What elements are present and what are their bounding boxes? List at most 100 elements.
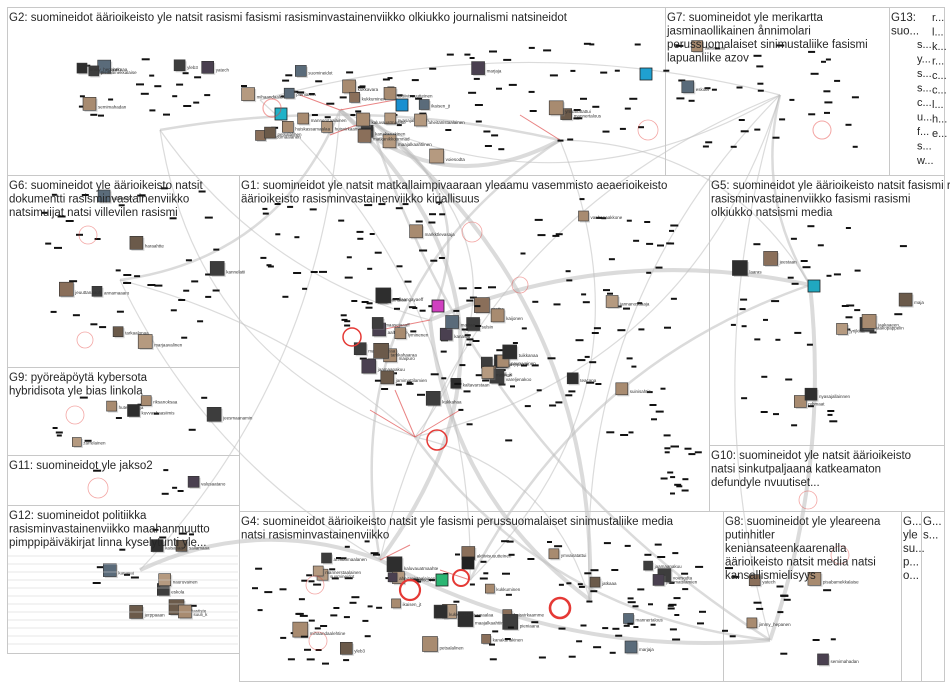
node: yatech xyxy=(202,61,230,75)
node-dash xyxy=(467,338,474,340)
node-label: maja xyxy=(914,300,924,305)
node-dash xyxy=(565,394,572,396)
node-label: marjaja xyxy=(639,647,654,652)
node-label: huiskassamaalaa xyxy=(295,126,330,131)
node-dash xyxy=(417,394,425,396)
node-dash xyxy=(501,540,509,542)
node-dash xyxy=(656,267,663,269)
node-dash xyxy=(834,80,840,82)
node-dash xyxy=(338,220,344,222)
node-dash xyxy=(827,410,834,412)
node-dash xyxy=(285,74,292,76)
g13-column2-item: l... xyxy=(932,27,944,39)
node-dash xyxy=(275,233,280,235)
group-label-g9: G9: pyöreäpöytä kybersotahybridisota yle… xyxy=(9,372,148,398)
node-dash xyxy=(671,298,677,300)
node-dash xyxy=(689,100,695,102)
node-dash xyxy=(454,383,461,385)
node-dash xyxy=(637,588,644,590)
node-label: mannertalous xyxy=(574,114,602,119)
node-dash xyxy=(470,57,475,59)
node-label: jerppaaan xyxy=(144,612,166,617)
node-label: suinisahtia xyxy=(630,389,652,394)
node-dash xyxy=(93,582,101,584)
node-dash xyxy=(697,622,704,624)
node-label: laaras xyxy=(749,270,762,275)
node-dash xyxy=(668,243,674,245)
node-dash xyxy=(682,490,689,492)
node: jannanosaaaja xyxy=(606,296,650,310)
node-dash xyxy=(655,544,662,546)
node-dash xyxy=(668,608,675,610)
node-label: sulsin xyxy=(482,325,494,330)
node-label: aheitanistaalainen xyxy=(399,576,436,581)
node-dash xyxy=(842,305,849,307)
node-dash xyxy=(606,431,614,433)
node-dash xyxy=(154,285,162,287)
node-dash xyxy=(262,208,267,210)
node-dash xyxy=(627,220,632,222)
node-dash xyxy=(191,280,198,282)
node-dash xyxy=(447,54,454,56)
node-dash xyxy=(280,637,286,639)
node-dash xyxy=(407,383,414,385)
node-dash xyxy=(703,146,709,148)
node-label: jyrijkiaa xyxy=(849,328,866,333)
node-dash xyxy=(661,388,666,390)
node-dash xyxy=(186,259,192,261)
node-label: kaluvauatmaahte xyxy=(404,566,439,571)
node-dash xyxy=(201,397,207,399)
node-dash xyxy=(779,118,785,120)
node-label: mihaandaalehtine xyxy=(310,631,346,636)
node-dash xyxy=(737,87,743,89)
node-dash xyxy=(351,300,357,302)
node-dash xyxy=(181,337,187,339)
node-label: kukkavara xyxy=(449,612,470,617)
node-dash xyxy=(193,102,199,104)
group-label-g10: G10: suomineidot yle natsit äärioikeisto… xyxy=(711,450,911,489)
node: semimahadan xyxy=(818,654,860,667)
node-dash xyxy=(302,288,307,290)
g13-column-item: s... xyxy=(917,83,932,95)
node: voiesodta xyxy=(430,149,466,165)
node-dash xyxy=(397,265,403,267)
g13-column2-item: e... xyxy=(932,128,947,140)
node-dash xyxy=(761,376,767,378)
node-dash xyxy=(538,234,546,236)
node-dash xyxy=(669,230,674,232)
node-dash xyxy=(681,573,688,575)
node-dash xyxy=(784,599,791,601)
node-dash xyxy=(162,493,169,495)
node-highlight xyxy=(462,557,474,569)
node-dash xyxy=(368,605,373,607)
node-dash xyxy=(476,374,482,376)
node-dash xyxy=(610,652,616,654)
g13-column-item: s... xyxy=(917,39,932,51)
node-dash xyxy=(508,627,514,629)
node-label: jatkaaa xyxy=(601,581,617,586)
node-dash xyxy=(441,377,446,379)
node: jimmy_hepanen xyxy=(747,618,791,630)
node-dash xyxy=(420,310,426,312)
g13-column-item: y... xyxy=(917,54,931,66)
node-dash xyxy=(315,80,322,82)
node-dash xyxy=(319,271,327,273)
node-dash xyxy=(430,260,437,262)
node-label: jamimattilamien xyxy=(665,579,698,584)
node-dash xyxy=(807,344,813,346)
node-dash xyxy=(462,329,468,331)
node-dash xyxy=(730,635,736,637)
node-dash xyxy=(194,76,201,78)
node-dash xyxy=(53,427,58,429)
node-dash xyxy=(213,249,219,251)
node-dash xyxy=(855,270,861,272)
node-dash xyxy=(506,594,512,596)
node-highlight xyxy=(640,68,652,80)
node-dash xyxy=(172,487,177,489)
g13-column2-item: k... xyxy=(932,41,947,53)
node-dash xyxy=(141,93,149,95)
node-dash xyxy=(431,373,439,375)
node-dash xyxy=(375,380,381,382)
node-dash xyxy=(846,316,853,318)
node-label: jaakaaeen xyxy=(877,322,899,327)
